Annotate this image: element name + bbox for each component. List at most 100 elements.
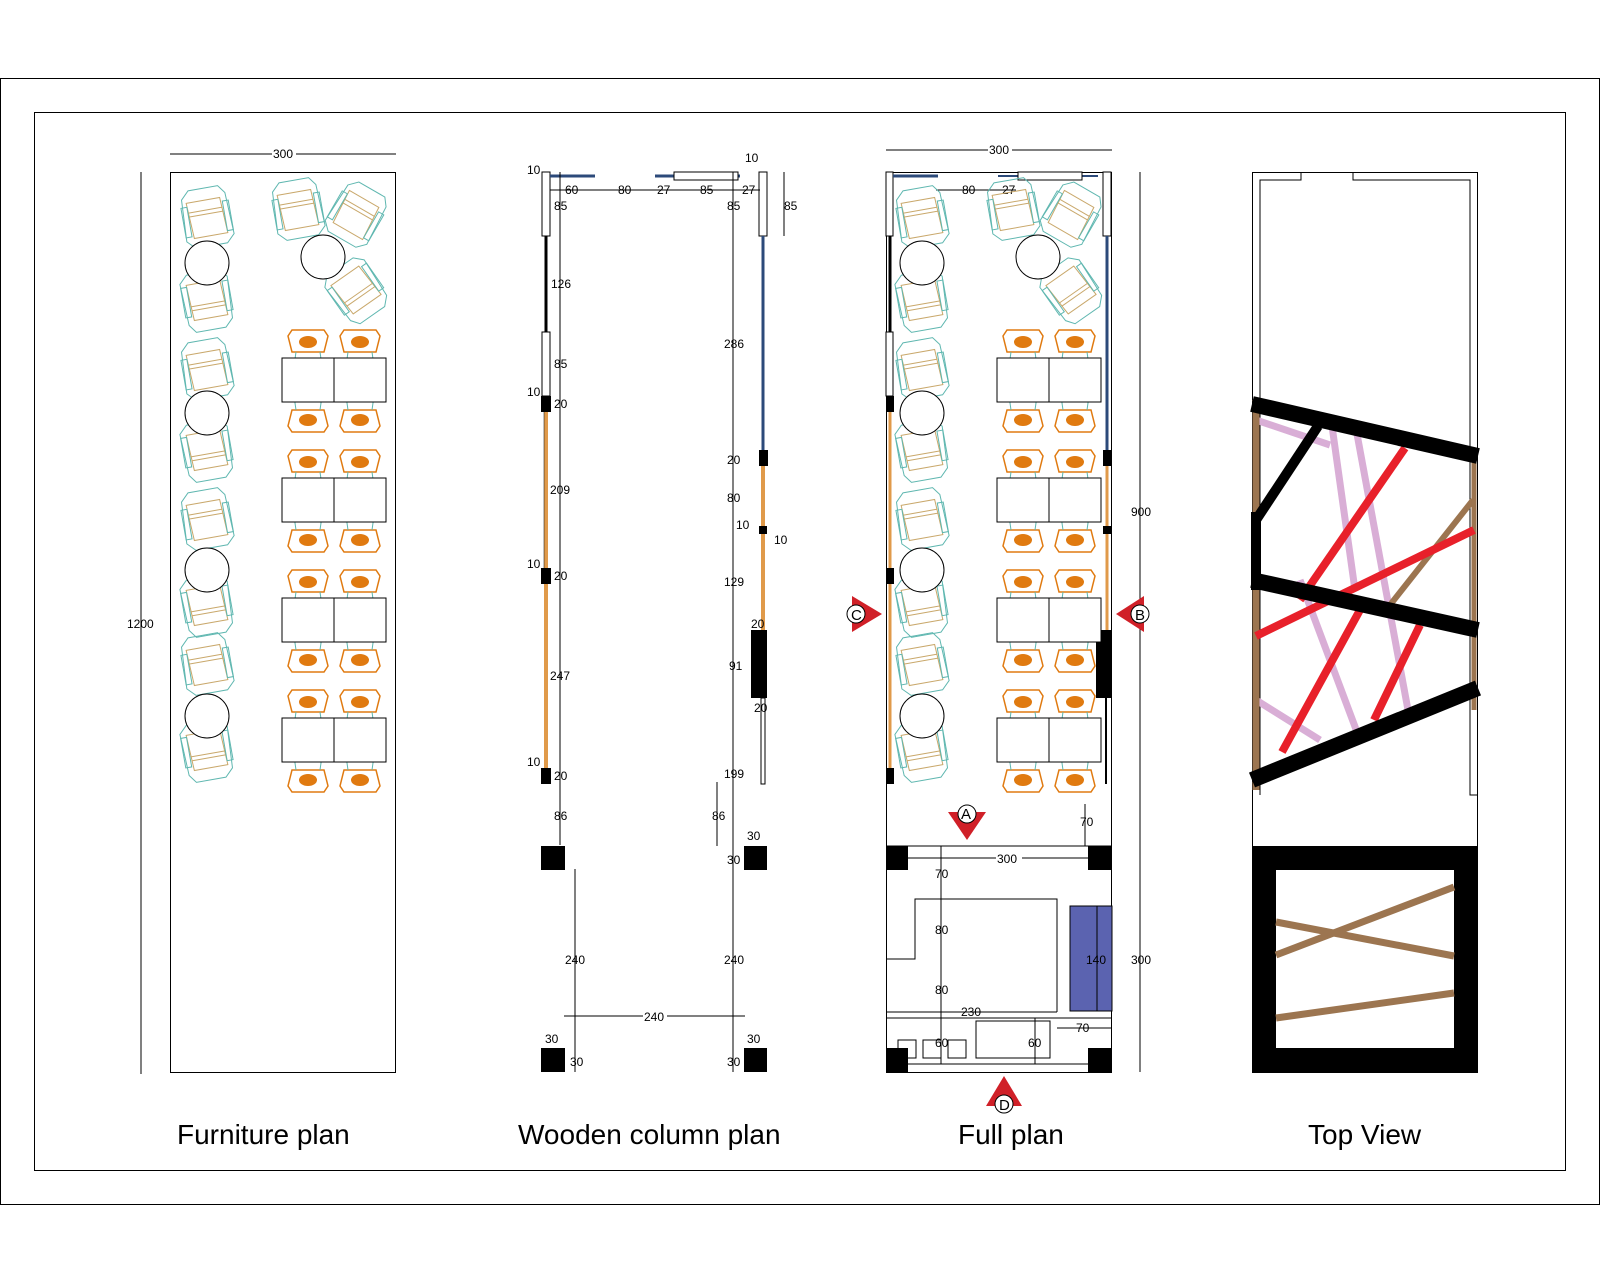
column [1088,1048,1112,1072]
inner-frame [34,112,1566,1171]
title-full-plan: Full plan [958,1119,1064,1150]
svg-text:30: 30 [727,1055,741,1069]
svg-text:140: 140 [1086,953,1106,967]
title-wooden-column-plan: Wooden column plan [518,1119,781,1150]
svg-text:199: 199 [724,767,744,781]
square-table [333,357,387,403]
svg-text:300: 300 [997,852,1017,866]
column [744,846,767,870]
round-table [184,547,230,593]
svg-text:230: 230 [961,1005,981,1019]
square-table [281,357,335,403]
section-marker-a: A [948,804,986,840]
section-marker-b: B [1116,596,1150,632]
svg-text:85: 85 [784,199,798,213]
svg-text:60: 60 [1028,1036,1042,1050]
svg-text:80: 80 [727,491,741,505]
svg-text:80: 80 [935,983,949,997]
svg-text:80: 80 [935,923,949,937]
svg-text:20: 20 [554,397,568,411]
lower-bar [1275,989,1455,1022]
square-table [1048,477,1102,523]
column [541,846,565,870]
ceiling-bar [1296,445,1409,603]
dining-sets [996,329,1102,793]
svg-text:60: 60 [565,183,579,197]
svg-text:80: 80 [618,183,632,197]
svg-text:D: D [999,1097,1010,1114]
svg-text:126: 126 [551,277,571,291]
svg-text:60: 60 [935,1036,949,1050]
svg-text:300: 300 [1131,953,1151,967]
svg-text:20: 20 [727,453,741,467]
square-table [996,597,1050,643]
svg-text:10: 10 [527,385,541,399]
ceiling-bar [1254,697,1322,743]
width-dimension: 300 [273,147,293,161]
ceiling-bar [1328,425,1359,591]
top-right-post [758,171,768,237]
svg-text:240: 240 [565,953,585,967]
square-table [996,357,1050,403]
ceiling-bar [1278,608,1364,754]
column [759,450,768,466]
svg-text:300: 300 [989,143,1009,157]
height-dimension: 1200 [127,617,154,631]
round-table [1015,234,1061,280]
top-left-post [541,171,551,237]
column [1088,846,1112,870]
svg-text:86: 86 [712,809,726,823]
lower-bars [1274,883,1456,1022]
column [886,1048,908,1072]
svg-text:A: A [961,806,971,823]
square-table [1048,717,1102,763]
svg-text:10: 10 [527,755,541,769]
round-table [184,240,230,286]
svg-text:27: 27 [657,183,671,197]
svg-text:30: 30 [570,1055,584,1069]
svg-text:10: 10 [527,163,541,177]
svg-text:20: 20 [554,569,568,583]
column [541,396,551,412]
round-table [899,547,945,593]
svg-text:20: 20 [751,617,765,631]
square-table [1048,597,1102,643]
round-table [899,240,945,286]
svg-text:20: 20 [754,701,768,715]
title-furniture-plan: Furniture plan [177,1119,350,1150]
square-table [996,477,1050,523]
ceiling-bar [1254,416,1332,449]
svg-text:70: 70 [1080,815,1094,829]
square-table [281,477,335,523]
square-table [996,717,1050,763]
title-top-view: Top View [1308,1119,1422,1150]
svg-text:10: 10 [736,518,750,532]
svg-text:70: 70 [1076,1021,1090,1035]
svg-text:240: 240 [644,1010,664,1024]
round-table [184,693,230,739]
svg-text:10: 10 [745,151,759,165]
round-table [184,390,230,436]
column [744,1048,767,1072]
svg-text:27: 27 [1002,183,1016,197]
svg-text:900: 900 [1131,505,1151,519]
top-view [1248,172,1482,1073]
section-marker-c: C [846,596,882,632]
svg-text:70: 70 [935,867,949,881]
svg-text:30: 30 [727,853,741,867]
ceiling-bar [1250,396,1480,464]
svg-text:30: 30 [747,829,761,843]
svg-text:247: 247 [550,669,570,683]
svg-text:91: 91 [729,659,743,673]
svg-text:240: 240 [724,953,744,967]
column [541,568,551,584]
ceiling-bar [1254,526,1476,640]
svg-text:B: B [1135,607,1145,624]
column [541,768,551,784]
svg-text:209: 209 [550,483,570,497]
round-table [300,234,346,280]
lower-bar [1275,918,1455,960]
round-table [899,693,945,739]
square-table [1048,357,1102,403]
square-table [333,477,387,523]
